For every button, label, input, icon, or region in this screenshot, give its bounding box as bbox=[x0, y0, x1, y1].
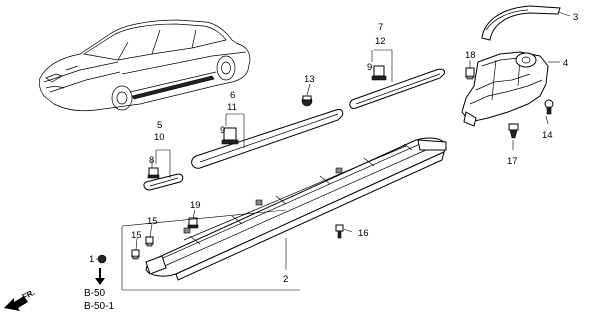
callout-5: 5 bbox=[157, 120, 162, 131]
reference-arrow: B-50 B-50-1 bbox=[84, 268, 114, 312]
front-door-molding bbox=[191, 109, 344, 169]
callout-16: 16 bbox=[358, 228, 369, 239]
car-illustration bbox=[38, 19, 251, 112]
callout-9-middle: 9 bbox=[220, 125, 225, 136]
clip-15-upper bbox=[145, 236, 154, 247]
callout-labels: 3 4 18 14 17 13 7 12 9 6 11 9 5 10 8 19 … bbox=[89, 12, 578, 285]
callout-2: 2 bbox=[283, 274, 288, 285]
front-label: FR. bbox=[21, 288, 37, 302]
callout-17: 17 bbox=[507, 156, 518, 167]
assembly-bracket bbox=[121, 209, 300, 291]
front-direction-indicator: FR. bbox=[4, 288, 36, 311]
side-sill-garnish bbox=[145, 137, 447, 281]
leader-lines bbox=[96, 11, 571, 270]
callout-12: 12 bbox=[375, 36, 386, 47]
callout-10: 10 bbox=[154, 132, 165, 143]
callout-9-upper: 9 bbox=[367, 62, 372, 73]
callout-15-lower: 15 bbox=[131, 230, 142, 241]
fender-trim-arc bbox=[481, 5, 561, 41]
callout-3: 3 bbox=[573, 12, 578, 23]
callout-6: 6 bbox=[230, 90, 235, 101]
callout-14: 14 bbox=[542, 130, 553, 141]
callout-4: 4 bbox=[563, 58, 568, 69]
ref-b50-1: B-50-1 bbox=[84, 301, 114, 312]
callout-11: 11 bbox=[227, 102, 237, 113]
callout-18: 18 bbox=[465, 50, 476, 61]
front-arrow-icon bbox=[4, 296, 28, 311]
down-arrow-icon bbox=[95, 268, 105, 285]
clip-13 bbox=[301, 95, 313, 107]
callout-15-upper: 15 bbox=[147, 216, 158, 227]
clip-16 bbox=[335, 224, 344, 239]
callout-1: 1 bbox=[89, 254, 94, 265]
callout-8: 8 bbox=[149, 155, 154, 166]
callout-13: 13 bbox=[304, 74, 315, 85]
grommet-14 bbox=[544, 99, 554, 115]
rear-door-molding bbox=[349, 65, 445, 109]
callout-19: 19 bbox=[190, 200, 201, 211]
ref-b50: B-50 bbox=[84, 288, 106, 299]
clip-17 bbox=[508, 123, 519, 139]
clip-15-lower bbox=[131, 249, 140, 260]
clip-18 bbox=[465, 67, 475, 80]
callout-7: 7 bbox=[378, 22, 383, 33]
splash-guard bbox=[461, 51, 549, 127]
fender-molding bbox=[143, 167, 184, 191]
bolt-1 bbox=[97, 254, 107, 264]
